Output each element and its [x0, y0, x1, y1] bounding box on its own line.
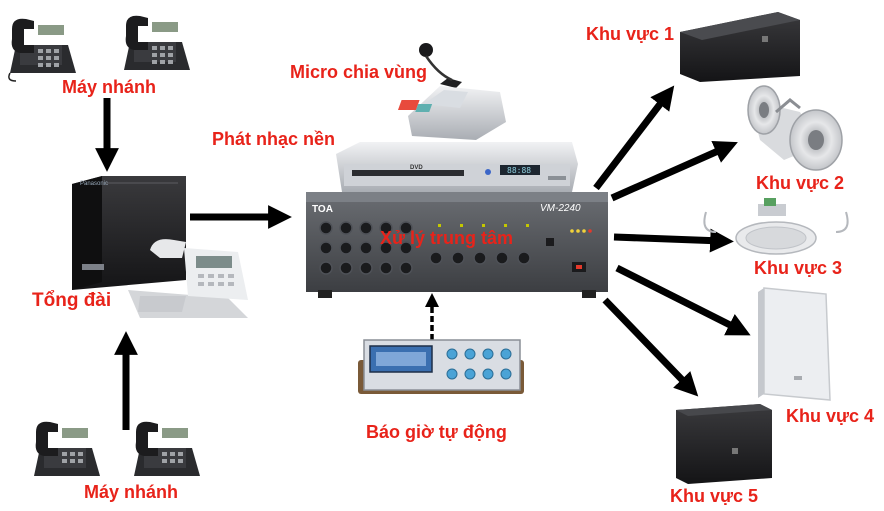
label-zone3: Khu vực 3: [754, 258, 843, 278]
label-zone-mic: Micro chia vùng: [290, 62, 428, 82]
svg-text:Panasonic: Panasonic: [80, 181, 108, 187]
desk-phone-icon: [8, 18, 76, 82]
pbx-cabinet-icon: Panasonic: [72, 176, 186, 290]
label-central: Xử lý trung tâm: [380, 228, 514, 248]
wall-speaker-icon: [680, 12, 800, 82]
cabinet-speaker-icon: [676, 404, 772, 484]
label-zone5: Khu vực 5: [670, 486, 759, 506]
amp-brand-logo: TOA: [312, 204, 333, 215]
arrow-central-to-zone2: [610, 140, 738, 202]
arrow-central-to-zone5: [602, 297, 699, 397]
label-extension-top: Máy nhánh: [62, 77, 157, 97]
mixer-amplifier-icon: TOA VM-2240: [306, 192, 608, 298]
ceiling-speaker-icon: [703, 198, 849, 255]
label-bgm: Phát nhạc nền: [212, 129, 336, 149]
label-zone2: Khu vực 2: [756, 173, 845, 193]
horn-speaker-icon: [747, 85, 843, 171]
desk-phone-icon: [134, 421, 200, 476]
column-speaker-icon: [758, 287, 831, 401]
label-zone1: Khu vực 1: [586, 24, 675, 44]
label-zone4: Khu vực 4: [786, 406, 875, 426]
desk-phone-icon: [124, 15, 190, 70]
paging-microphone-icon: [397, 43, 506, 140]
dvd-logo: DVD: [410, 165, 423, 171]
label-pbx: Tổng đài: [32, 290, 112, 311]
pbx-operator-console-icon: [128, 239, 248, 318]
label-extension-bottom: Máy nhánh: [84, 482, 179, 502]
amp-model-label: VM-2240: [540, 203, 581, 214]
arrow-central-to-zone1: [593, 85, 675, 191]
dvd-display-readout: 88:88: [507, 166, 531, 175]
arrow-central-to-zone3: [613, 228, 734, 253]
arrow-central-to-zone4: [615, 264, 751, 336]
label-auto-bell: Báo giờ tự động: [366, 422, 507, 442]
program-timer-icon: [358, 339, 524, 394]
dvd-player-icon: 88:88 DVD: [336, 142, 578, 192]
desk-phone-icon: [34, 421, 100, 476]
